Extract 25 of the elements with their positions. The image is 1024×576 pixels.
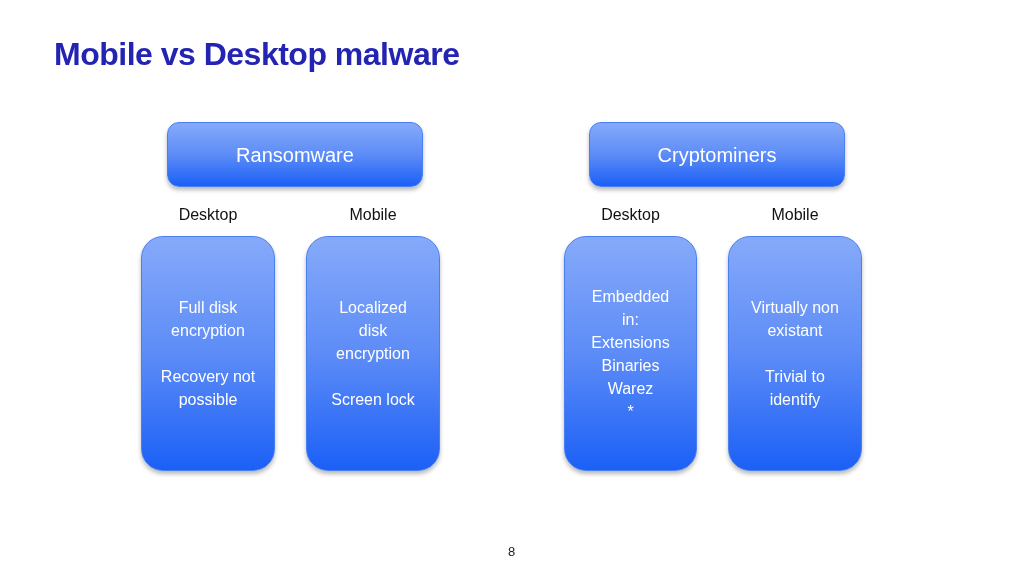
category-box <box>589 122 845 187</box>
comparison-card <box>564 236 697 471</box>
category-box <box>167 122 423 187</box>
card-text: Extensions <box>590 332 671 353</box>
card-text: Embedded in: <box>590 286 671 330</box>
category-title: Cryptominers <box>657 142 777 167</box>
card-text: Virtually non existant <box>750 298 840 341</box>
column-heading: Desktop <box>177 205 239 225</box>
page-number: 8 <box>508 544 516 560</box>
column-heading: Mobile <box>770 205 820 225</box>
card-text: Full disk encryption <box>170 298 246 341</box>
card-text: Warez <box>606 378 655 399</box>
comparison-card <box>728 236 862 471</box>
comparison-card <box>306 236 440 471</box>
card-text: Trivial to identify <box>764 367 826 410</box>
column-heading: Desktop <box>600 205 661 225</box>
comparison-card <box>141 236 275 471</box>
category-title: Ransomware <box>236 142 354 167</box>
card-text: Binaries <box>600 355 661 376</box>
card-text: Screen lock <box>330 390 416 410</box>
card-text: * <box>626 401 635 422</box>
slide-title: Mobile vs Desktop malware <box>54 36 460 73</box>
card-text: Localized disk encryption <box>335 298 411 364</box>
column-heading: Mobile <box>348 205 398 225</box>
card-text: Recovery not possible <box>159 367 257 410</box>
